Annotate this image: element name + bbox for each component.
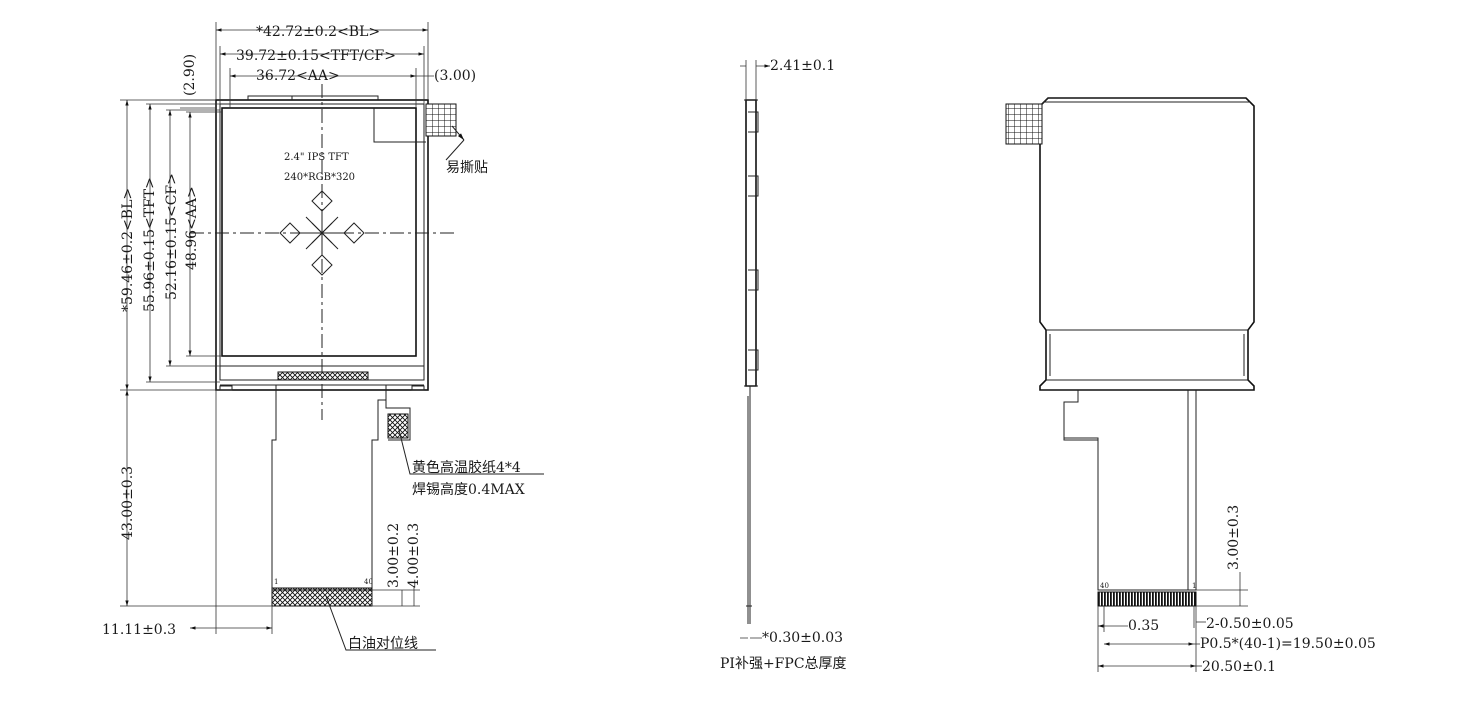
front-pin-40: 40: [364, 578, 373, 586]
dim-bl-height: *59.46±0.2<BL>: [120, 188, 136, 312]
front-view: 2.4" IPS TFT 240*RGB*320 易撕贴 1 40 *42.72…: [102, 22, 544, 652]
gold-fingers: [271, 587, 373, 607]
back-gold-fingers: [1097, 591, 1197, 607]
back-view: 40 1 3.00±0.3 2-0.50±0.05 0.35 P0.5*(40-…: [1005, 97, 1376, 675]
easy-peel-tab: [425, 103, 457, 137]
dim-aa-height: 48.96<AA>: [184, 186, 200, 270]
dim-aa-width: 36.72<AA>: [256, 68, 340, 84]
dim-pin-width: 2-0.50±0.05: [1206, 616, 1294, 632]
front-pin-1: 1: [274, 578, 278, 586]
side-module: [745, 99, 757, 387]
easy-peel-label: 易撕贴: [446, 160, 488, 176]
tape-note: 黄色高温胶纸4*4: [412, 459, 521, 476]
dim-stiffener-4: 4.00±0.3: [406, 523, 422, 588]
fpc-thickness-note: PI补强+FPC总厚度: [720, 656, 847, 672]
panel-resolution-text: 240*RGB*320: [284, 172, 355, 183]
back-outline: [1039, 97, 1255, 391]
dim-stiffener-3: 3.00±0.2: [386, 523, 402, 588]
side-view: 2.41±0.1 *0.30±0.03 PI补强+FPC总厚度: [720, 58, 847, 672]
dim-total-width: 20.50±0.1: [1202, 659, 1276, 675]
dim-right-offset: (3.00): [434, 68, 476, 84]
dim-fpc-offset: 11.11±0.3: [102, 622, 176, 638]
back-pin-1: 1: [1192, 582, 1196, 590]
side-fpc: [747, 396, 751, 624]
back-peel-tab: [1005, 103, 1043, 145]
dim-top-offset: (2.90): [182, 54, 198, 96]
fpc-outline: [271, 385, 387, 591]
dim-back-stiffener: 3.00±0.3: [1226, 505, 1242, 570]
dim-side-thickness: 2.41±0.1: [770, 58, 835, 74]
active-area: [221, 107, 417, 357]
dim-fpc-length: 43.00±0.3: [120, 466, 136, 540]
dim-tft-height: 55.96±0.15<TFT>: [142, 177, 158, 312]
solder-note: 焊锡高度0.4MAX: [412, 481, 525, 498]
dim-fpc-thickness: *0.30±0.03: [762, 630, 843, 646]
dim-gap: 0.35: [1128, 618, 1159, 634]
dim-pitch: P0.5*(40-1)=19.50±0.05: [1200, 636, 1376, 652]
align-label: 白油对位线: [348, 636, 418, 652]
dim-bl-width: *42.72±0.2<BL>: [256, 24, 380, 40]
back-fpc-outline: [1063, 390, 1197, 591]
panel-size-text: 2.4" IPS TFT: [284, 152, 349, 163]
back-pin-40: 40: [1100, 582, 1109, 590]
dim-tft-width: 39.72±0.15<TFT/CF>: [236, 48, 396, 64]
dim-cf-height: 52.16±0.15<CF>: [164, 173, 180, 300]
center-cross-mark: [279, 190, 365, 276]
ic-strip: [277, 371, 369, 381]
